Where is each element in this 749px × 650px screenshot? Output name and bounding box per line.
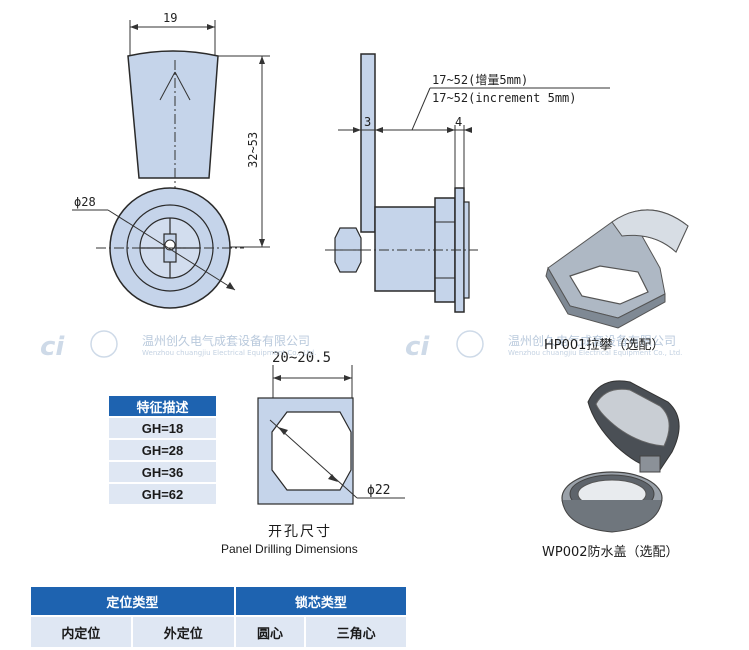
feature-row: GH=18 bbox=[109, 416, 216, 439]
front-view: 19 32~53 ϕ28 bbox=[72, 11, 270, 309]
watermark-en-2: Wenzhou chuangjiu Electrical Equipment C… bbox=[508, 349, 683, 357]
watermark-logo-right: ci bbox=[405, 330, 484, 362]
svg-text:ci: ci bbox=[40, 332, 65, 362]
side-range-cn: 17~52(增量5mm) bbox=[432, 73, 528, 87]
type-cell: 内定位 bbox=[31, 615, 133, 647]
type-cell: 圆心 bbox=[234, 615, 307, 647]
side-view: 3 4 17~52(增量5mm) 17~52(increment 5mm) bbox=[325, 53, 610, 313]
panel-caption-cn: 开孔尺寸 bbox=[268, 524, 332, 540]
front-height-dim: 32~53 bbox=[246, 132, 260, 168]
wp002-illustration bbox=[561, 380, 680, 533]
feature-row: GH=36 bbox=[109, 460, 216, 483]
feature-header: 特征描述 bbox=[109, 396, 216, 417]
feature-row: GH=62 bbox=[109, 482, 216, 504]
panel-diameter-dim: ϕ22 bbox=[367, 483, 390, 498]
positioning-type-header: 定位类型 bbox=[31, 587, 236, 616]
panel-caption-en: Panel Drilling Dimensions bbox=[221, 542, 358, 556]
watermark-right: 温州创久电气成套设备有限公司 Wenzhou chuangjiu Electri… bbox=[508, 332, 682, 357]
side-dim-3: 3 bbox=[364, 115, 371, 129]
type-cell: 三角心 bbox=[305, 615, 406, 647]
watermark-logo-left: ci bbox=[40, 330, 118, 362]
core-type-header: 锁芯类型 bbox=[234, 587, 406, 616]
front-width-dim: 19 bbox=[163, 11, 177, 25]
watermark-en: Wenzhou chuangjiu Electrical Equipment C… bbox=[142, 349, 317, 357]
hp001-illustration bbox=[545, 209, 689, 329]
panel-width-dim: 20~20.5 bbox=[272, 350, 331, 366]
hp001-caption: HP001拉攀（选配） bbox=[544, 338, 665, 353]
type-cell: 外定位 bbox=[131, 615, 236, 647]
watermark-left: 温州创久电气成套设备有限公司 Wenzhou chuangjiu Electri… bbox=[142, 332, 316, 357]
side-dim-4: 4 bbox=[455, 115, 462, 129]
wp002-caption: WP002防水盖（选配） bbox=[542, 545, 679, 560]
svg-text:ci: ci bbox=[405, 332, 430, 362]
panel-drilling: 20~20.5 ϕ22 bbox=[257, 350, 405, 505]
feature-row: GH=28 bbox=[109, 438, 216, 461]
watermark-cn: 温州创久电气成套设备有限公司 bbox=[142, 334, 311, 348]
watermark-cn-2: 温州创久电气成套设备有限公司 bbox=[508, 334, 677, 348]
side-range-en: 17~52(increment 5mm) bbox=[432, 91, 577, 105]
type-table: 定位类型 锁芯类型 内定位 外定位 圆心 三角心 bbox=[31, 587, 406, 647]
front-diameter-dim: ϕ28 bbox=[74, 195, 96, 209]
feature-table: 特征描述 GH=18 GH=28 GH=36 GH=62 bbox=[109, 396, 216, 504]
